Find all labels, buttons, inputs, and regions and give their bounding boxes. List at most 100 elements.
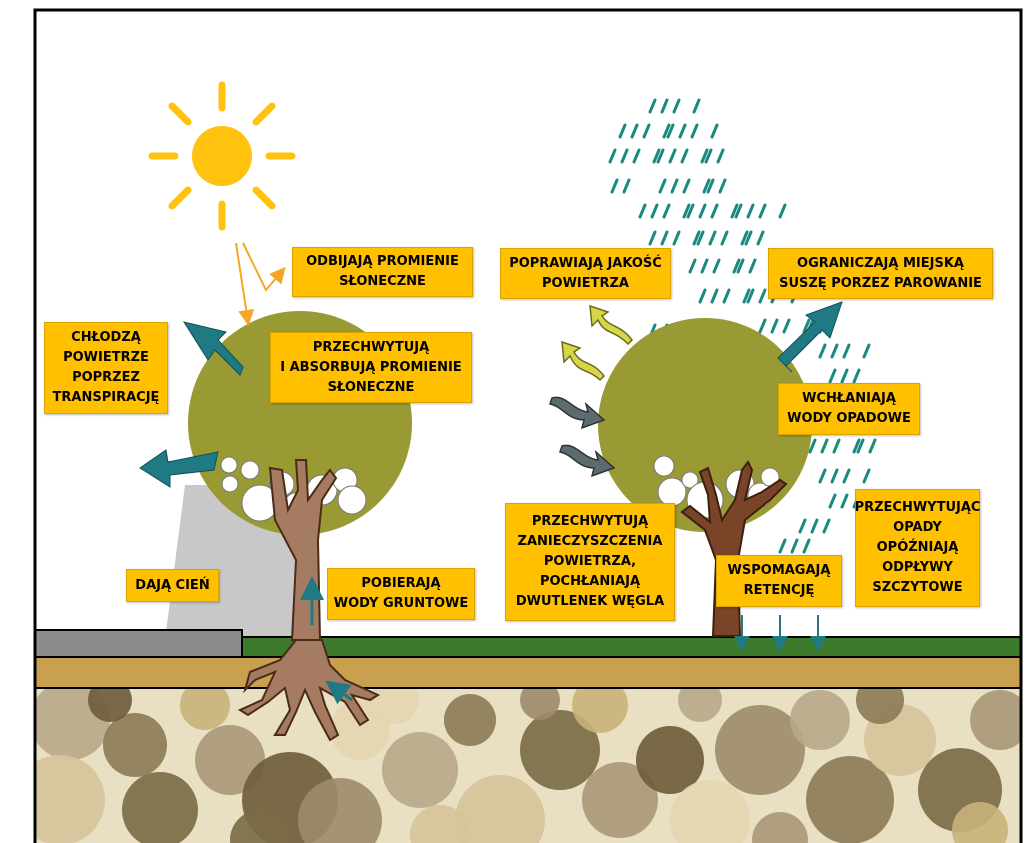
pollution-arrow-2 [559, 444, 616, 478]
raindrop [756, 230, 765, 246]
label-line: ODPŁYWY [882, 560, 953, 575]
label-line: OPÓŹNIAJĄ [876, 540, 959, 555]
raindrop [828, 493, 837, 509]
raindrop [842, 343, 851, 359]
rock [790, 690, 850, 750]
label-line: PRZECHWYTUJĄ [531, 514, 649, 529]
raindrop [660, 98, 669, 114]
raindrop [658, 178, 667, 194]
raindrop [618, 123, 627, 139]
label-line: CHŁODZĄ [71, 330, 141, 345]
air-quality-arrow-2 [561, 340, 605, 382]
tree-trunk-right [680, 460, 788, 637]
soil-band [35, 656, 1021, 689]
label-line: DAJĄ CIEŃ [135, 577, 210, 593]
raindrop [842, 468, 851, 484]
raindrop [672, 98, 681, 114]
raindrop [648, 230, 657, 246]
diagram-frame [33, 8, 1023, 843]
raindrop [608, 148, 617, 164]
label-air-quality: POPRAWIAJĄ JAKOŚĆ POWIETRZA [500, 248, 671, 299]
label-line: OPADY [893, 520, 942, 535]
rock [410, 805, 470, 843]
label-line: ZANIECZYSZCZENIA [517, 534, 663, 549]
label-line: OGRANICZAJĄ MIEJSKĄ [797, 255, 964, 271]
raindrop [778, 538, 787, 554]
label-line: POWIETRZA [541, 275, 629, 291]
sun-ray-incoming [235, 242, 255, 326]
raindrop [718, 178, 727, 194]
label-urban-drought: OGRANICZAJĄ MIEJSKĄ SUSZĘ PORZEZ PAROWANI… [768, 248, 993, 299]
raindrop [712, 258, 721, 274]
rock [382, 732, 458, 808]
raindrop [662, 123, 671, 139]
raindrop [810, 518, 819, 534]
raindrop [790, 538, 799, 554]
label-line: WODY GRUNTOWE [333, 596, 469, 611]
label-line: ODBIJAJĄ PROMIENIE [306, 254, 459, 269]
label-line: POPRAWIAJĄ JAKOŚĆ [509, 255, 662, 271]
raindrop [700, 148, 709, 164]
rock [195, 725, 265, 795]
raindrop [742, 288, 751, 304]
label-line: POPRZEZ [72, 370, 140, 385]
label-line: TRANSPIRACJĘ [52, 390, 160, 405]
raindrop [710, 288, 719, 304]
raindrop [682, 203, 691, 219]
raindrop [642, 123, 651, 139]
raindrop [822, 518, 831, 534]
rock [582, 762, 658, 838]
rock [455, 775, 545, 843]
raindrop [622, 178, 631, 194]
rock [715, 705, 805, 795]
raindrop [692, 98, 701, 114]
label-line: SŁONECZNE [327, 379, 415, 395]
tree-roots-left [237, 639, 381, 742]
raindrop [740, 230, 749, 246]
raindrop [692, 230, 701, 246]
label-line: SUSZĘ PORZEZ PAROWANIE [779, 275, 982, 291]
rock [520, 680, 560, 720]
label-rainwater: WCHŁANIAJĄ WODY OPADOWE [778, 383, 920, 435]
raindrop [746, 203, 755, 219]
tree-trunk-left [268, 459, 338, 641]
raindrop [698, 288, 707, 304]
rock [298, 778, 382, 843]
raindrop [672, 230, 681, 246]
evaporation-arrow [777, 301, 843, 373]
raindrop [852, 438, 861, 454]
raindrop [652, 148, 661, 164]
sun-ray-reflected [242, 242, 286, 292]
rock [806, 756, 894, 843]
raindrop [638, 203, 647, 219]
label-line: I ABSORBUJĄ PROMIENIE [280, 359, 462, 375]
raindrop [708, 230, 717, 246]
raindrop [732, 258, 741, 274]
raindrop [818, 343, 827, 359]
rock [230, 810, 290, 843]
label-line: WCHŁANIAJĄ [802, 391, 896, 406]
raindrop [710, 123, 719, 139]
raindrop [704, 148, 713, 164]
raindrop [862, 343, 871, 359]
rock [330, 700, 390, 760]
rock [103, 713, 167, 777]
rock [970, 690, 1021, 750]
label-line: PRZECHWYTUJĄC [854, 500, 981, 515]
raindrop [662, 203, 671, 219]
label-line: POWIETRZE [63, 350, 149, 365]
raindrop [706, 178, 715, 194]
label-line: POWIETRZA, [543, 554, 637, 569]
rock [122, 772, 198, 843]
raindrop [758, 318, 767, 334]
raindrop [678, 123, 687, 139]
label-line: RETENCJĘ [743, 583, 815, 598]
raindrop [690, 123, 699, 139]
rock [180, 680, 230, 730]
label-line: WODY OPADOWE [787, 411, 911, 426]
raindrop [830, 468, 839, 484]
raindrop [840, 493, 849, 509]
